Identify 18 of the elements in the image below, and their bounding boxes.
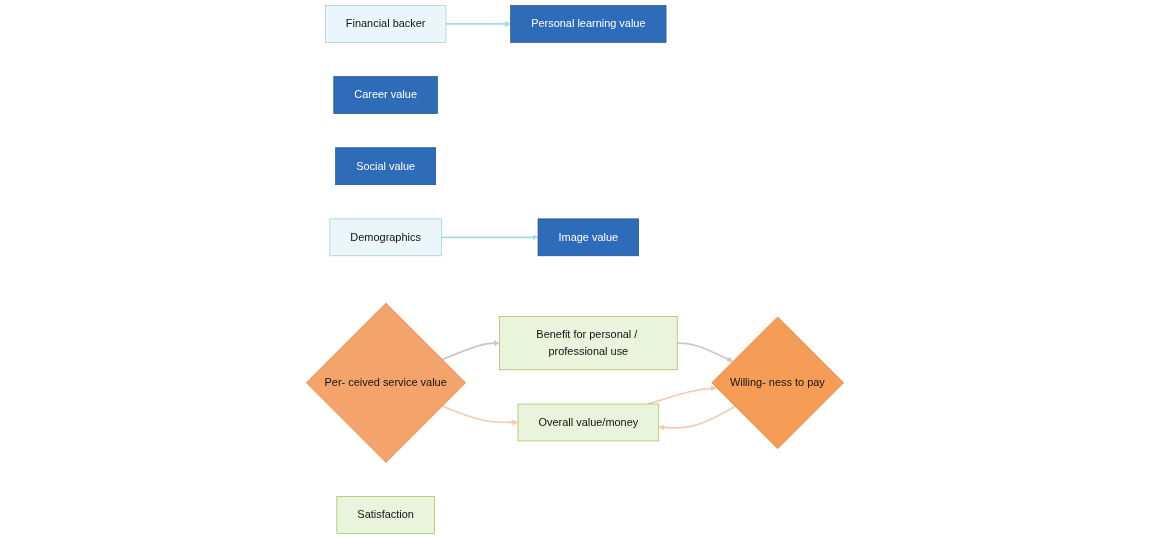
arrow (440, 234, 539, 241)
node-box: Personal learning value (510, 5, 667, 43)
node-box: Career value (333, 76, 438, 114)
arrow (658, 405, 736, 431)
arrow (441, 405, 519, 426)
node-box: Image value (537, 218, 639, 257)
node-box: Demographics (329, 218, 442, 257)
arrow (676, 342, 734, 362)
node-box: Social value (335, 147, 436, 185)
node-box: Satisfaction (336, 496, 435, 534)
node-box: Benefit for personal / professional use (499, 316, 678, 371)
node-diamond: Willing- ness to pay (711, 316, 844, 450)
arrow (445, 20, 511, 27)
node-box: Overall value/money (517, 403, 660, 442)
node-diamond: Per- ceived service value (306, 302, 466, 463)
node-box: Financial backer (324, 5, 447, 43)
arrow (647, 385, 717, 405)
arrow (441, 340, 500, 361)
